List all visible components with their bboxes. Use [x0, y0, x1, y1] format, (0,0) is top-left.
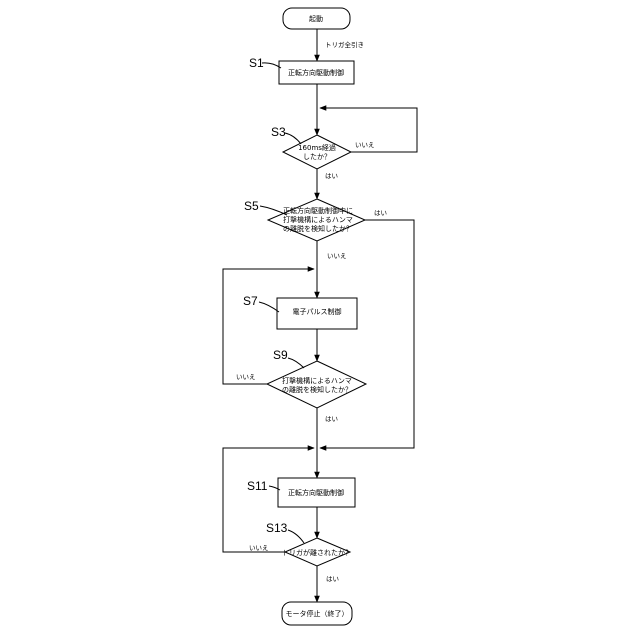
edge-label-s9-yes: はい [325, 415, 338, 423]
leader-s13 [288, 530, 304, 543]
s3-decision: 160ms経過 したか？ [283, 135, 351, 169]
s1-label: 正転方向駆動制御 [288, 68, 344, 77]
edge-label-s13-yes: はい [326, 575, 339, 583]
s5-label-line3: の離脱を検知したか？ [283, 224, 353, 233]
leader-s9 [288, 358, 304, 368]
s9-label-line1: 打撃機構によるハンマ [282, 376, 352, 385]
s1-process: 正転方向駆動制御 [279, 61, 354, 84]
s5-label-line2: 打撃機構によるハンマ [283, 215, 353, 224]
leader-s1 [262, 63, 281, 68]
s5-label-line1: 正転方向駆動制御中に [283, 206, 353, 215]
edge-label-trigger: トリガ全引き [325, 40, 364, 49]
edge-label-s3-yes: はい [325, 172, 338, 180]
start-terminal: 起動 [283, 8, 350, 29]
edge-label-s9-no: いいえ [236, 373, 256, 381]
step-label-s9: S9 [273, 348, 288, 362]
step-label-s5: S5 [244, 199, 259, 213]
edge-label-s5-no: いいえ [327, 252, 347, 260]
s9-decision: 打撃機構によるハンマ の離脱を検知したか？ [267, 361, 366, 408]
leader-s3 [285, 133, 301, 144]
step-label-s1: S1 [249, 56, 264, 70]
s13-decision: トリガが離されたか？ [282, 538, 352, 566]
s9-label-line2: の離脱を検知したか？ [282, 385, 352, 394]
edge-label-s5-yes: はい [374, 209, 387, 217]
leader-s7 [259, 302, 279, 312]
s11-process: 正転方向駆動制御 [278, 478, 355, 507]
end-label: モータ停止（終了） [286, 609, 349, 618]
start-label: 起動 [309, 14, 323, 23]
s5-decision: 正転方向駆動制御中に 打撃機構によるハンマ の離脱を検知したか？ [268, 199, 365, 241]
edge-label-s13-no: いいえ [249, 544, 269, 552]
s7-process: 電子パルス制御 [277, 298, 357, 329]
s11-label: 正転方向駆動制御 [288, 488, 344, 497]
step-label-s11: S11 [247, 479, 268, 493]
s3-label-line2: したか？ [303, 153, 331, 161]
end-terminal: モータ停止（終了） [282, 602, 352, 625]
s13-label: トリガが離されたか？ [282, 548, 352, 557]
step-label-s7: S7 [243, 294, 258, 308]
step-label-s13: S13 [266, 521, 288, 535]
edge-label-s3-no: いいえ [355, 141, 375, 149]
s3-label-line1: 160ms経過 [298, 143, 336, 152]
s7-label: 電子パルス制御 [293, 307, 342, 316]
step-label-s3: S3 [271, 125, 286, 139]
